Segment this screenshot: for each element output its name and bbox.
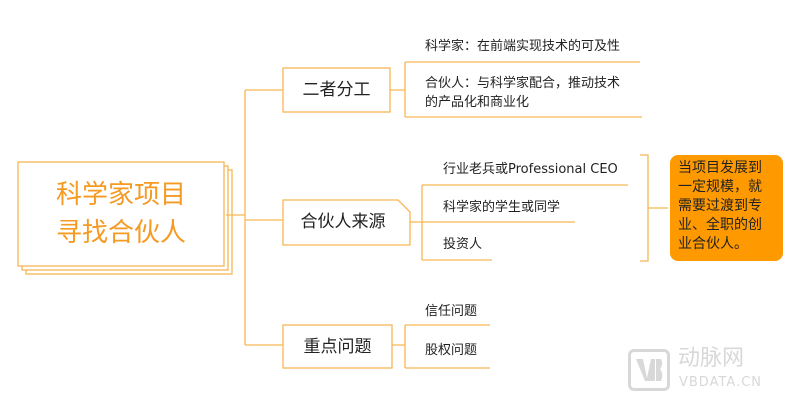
root-line-1: 科学家项目	[55, 180, 186, 210]
leaf-scientist-role[interactable]: 科学家：在前端实现技术的可及性	[425, 39, 621, 54]
note-callout[interactable]: 当项目发展到一定规模，就需要过渡到专业、全职的创业合伙人。	[670, 155, 783, 261]
leaf-partner-role-line2: 的产品化和商业化	[425, 95, 530, 110]
leaf-partner-role-line1: 合伙人：与科学家配合，推动技术	[425, 76, 621, 91]
leaf-students[interactable]: 科学家的学生或同学	[443, 200, 561, 215]
branch-division[interactable]: 二者分工	[302, 80, 371, 100]
leaf-veteran-ceo[interactable]: 行业老兵或Professional CEO	[443, 162, 618, 177]
vbdata-logo-icon	[628, 349, 670, 391]
watermark-cn: 动脉网	[678, 346, 745, 371]
watermark-en: VBDATA.CN	[679, 375, 763, 390]
branch-partner-source[interactable]: 合伙人来源	[300, 212, 386, 232]
root-node[interactable]: 科学家项目 寻找合伙人	[18, 176, 224, 252]
root-line-2: 寻找合伙人	[55, 218, 186, 248]
branch-key-issues[interactable]: 重点问题	[303, 337, 372, 357]
leaf-equity[interactable]: 股权问题	[425, 343, 478, 358]
watermark: 动脉网 VBDATA.CN	[628, 347, 788, 393]
leaf-investors[interactable]: 投资人	[443, 237, 483, 252]
leaf-partner-role[interactable]: 合伙人：与科学家配合，推动技术 的产品化和商业化	[425, 74, 620, 112]
leaf-trust[interactable]: 信任问题	[425, 304, 478, 319]
